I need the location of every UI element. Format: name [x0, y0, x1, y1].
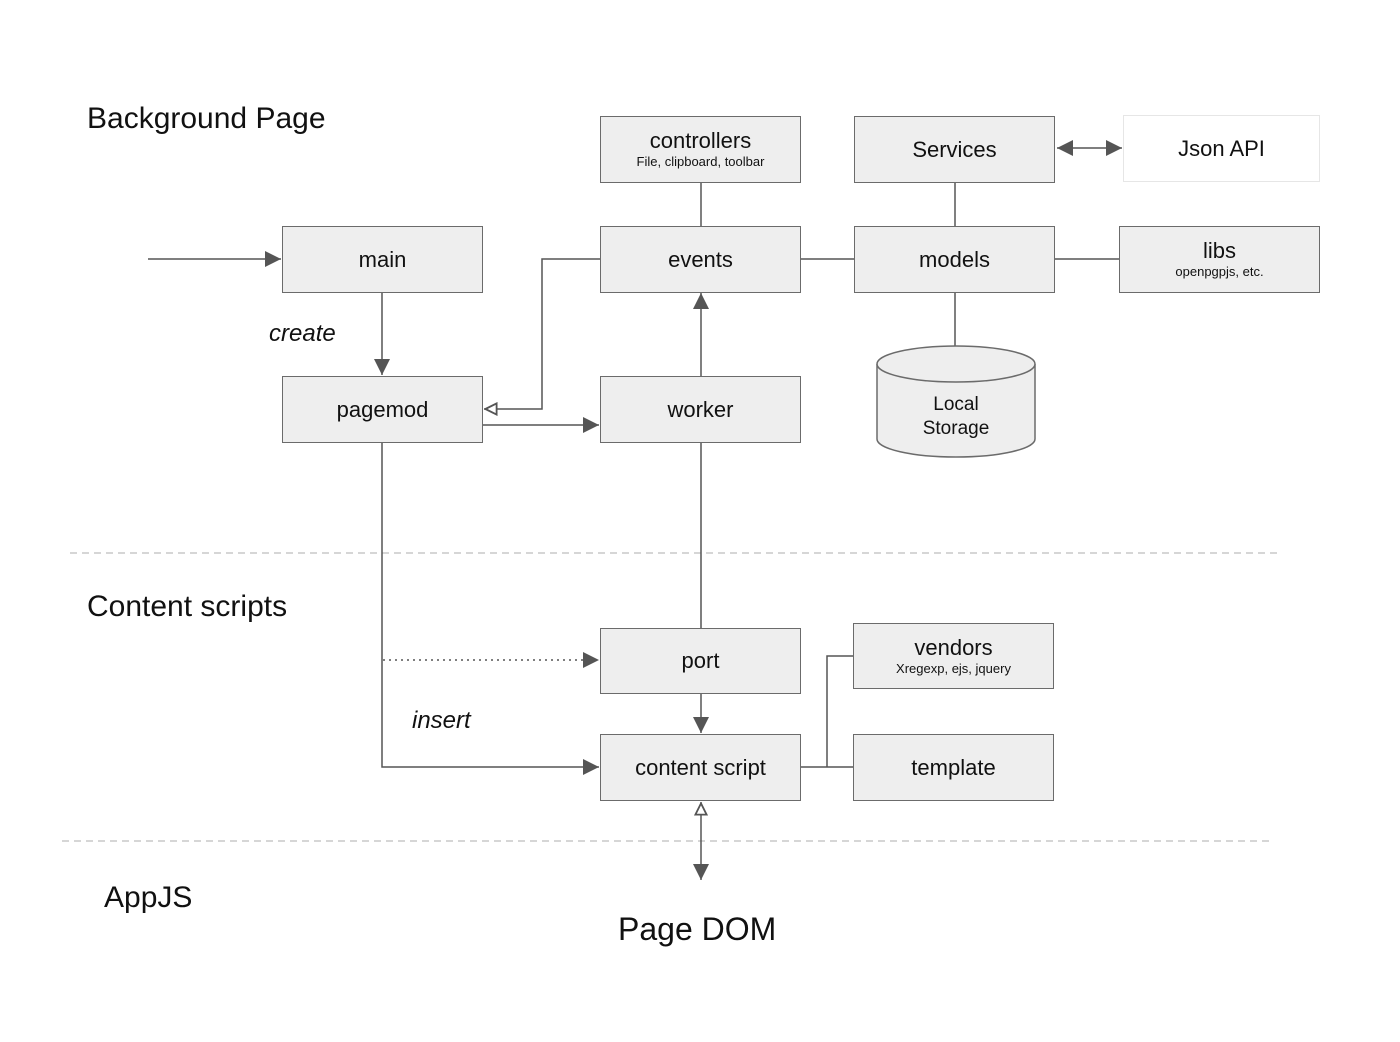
node-libs-subtitle: openpgpjs, etc.: [1175, 264, 1264, 279]
edge-label-insert: insert: [412, 707, 471, 734]
edge-contentscript-vendors: [826, 655, 853, 767]
node-libs-title: libs: [1202, 238, 1236, 263]
node-models: models: [854, 226, 1055, 293]
node-vendors-title: vendors: [914, 634, 993, 660]
node-models-title: models: [919, 246, 990, 272]
node-content-script: content script: [600, 734, 801, 801]
node-template-title: template: [911, 754, 996, 780]
node-services-title: Services: [912, 136, 997, 162]
node-port: port: [600, 628, 801, 694]
node-services: Services: [854, 116, 1055, 183]
node-pagemod-title: pagemod: [336, 396, 429, 422]
node-page-dom: Page DOM: [618, 911, 777, 947]
node-main-title: main: [358, 246, 407, 272]
node-controllers-subtitle: File, clipboard, toolbar: [636, 154, 765, 169]
database-cylinder-icon: [876, 345, 1036, 458]
node-events-title: events: [668, 246, 733, 272]
edge-label-create: create: [269, 320, 336, 347]
section-background-page: Background Page: [87, 102, 326, 135]
section-appjs: AppJS: [104, 881, 193, 914]
node-vendors: vendors Xregexp, ejs, jquery: [853, 623, 1054, 689]
node-template: template: [853, 734, 1054, 801]
edge-pagemod-contentscript: [381, 443, 599, 775]
section-content-scripts: Content scripts: [87, 590, 288, 623]
node-content-script-title: content script: [635, 754, 766, 780]
node-main: main: [282, 226, 483, 293]
node-vendors-subtitle: Xregexp, ejs, jquery: [896, 660, 1011, 676]
node-controllers: controllers File, clipboard, toolbar: [600, 116, 801, 183]
node-worker-title: worker: [667, 396, 734, 422]
node-json-api-title: Json API: [1178, 135, 1265, 161]
node-json-api: Json API: [1123, 115, 1320, 182]
node-controllers-title: controllers: [649, 128, 752, 153]
edge-events-pagemod: [484, 258, 601, 409]
node-port-title: port: [681, 648, 720, 673]
node-libs: libs openpgpjs, etc.: [1119, 226, 1320, 293]
node-pagemod: pagemod: [282, 376, 483, 443]
node-events: events: [600, 226, 801, 293]
node-worker: worker: [600, 376, 801, 443]
